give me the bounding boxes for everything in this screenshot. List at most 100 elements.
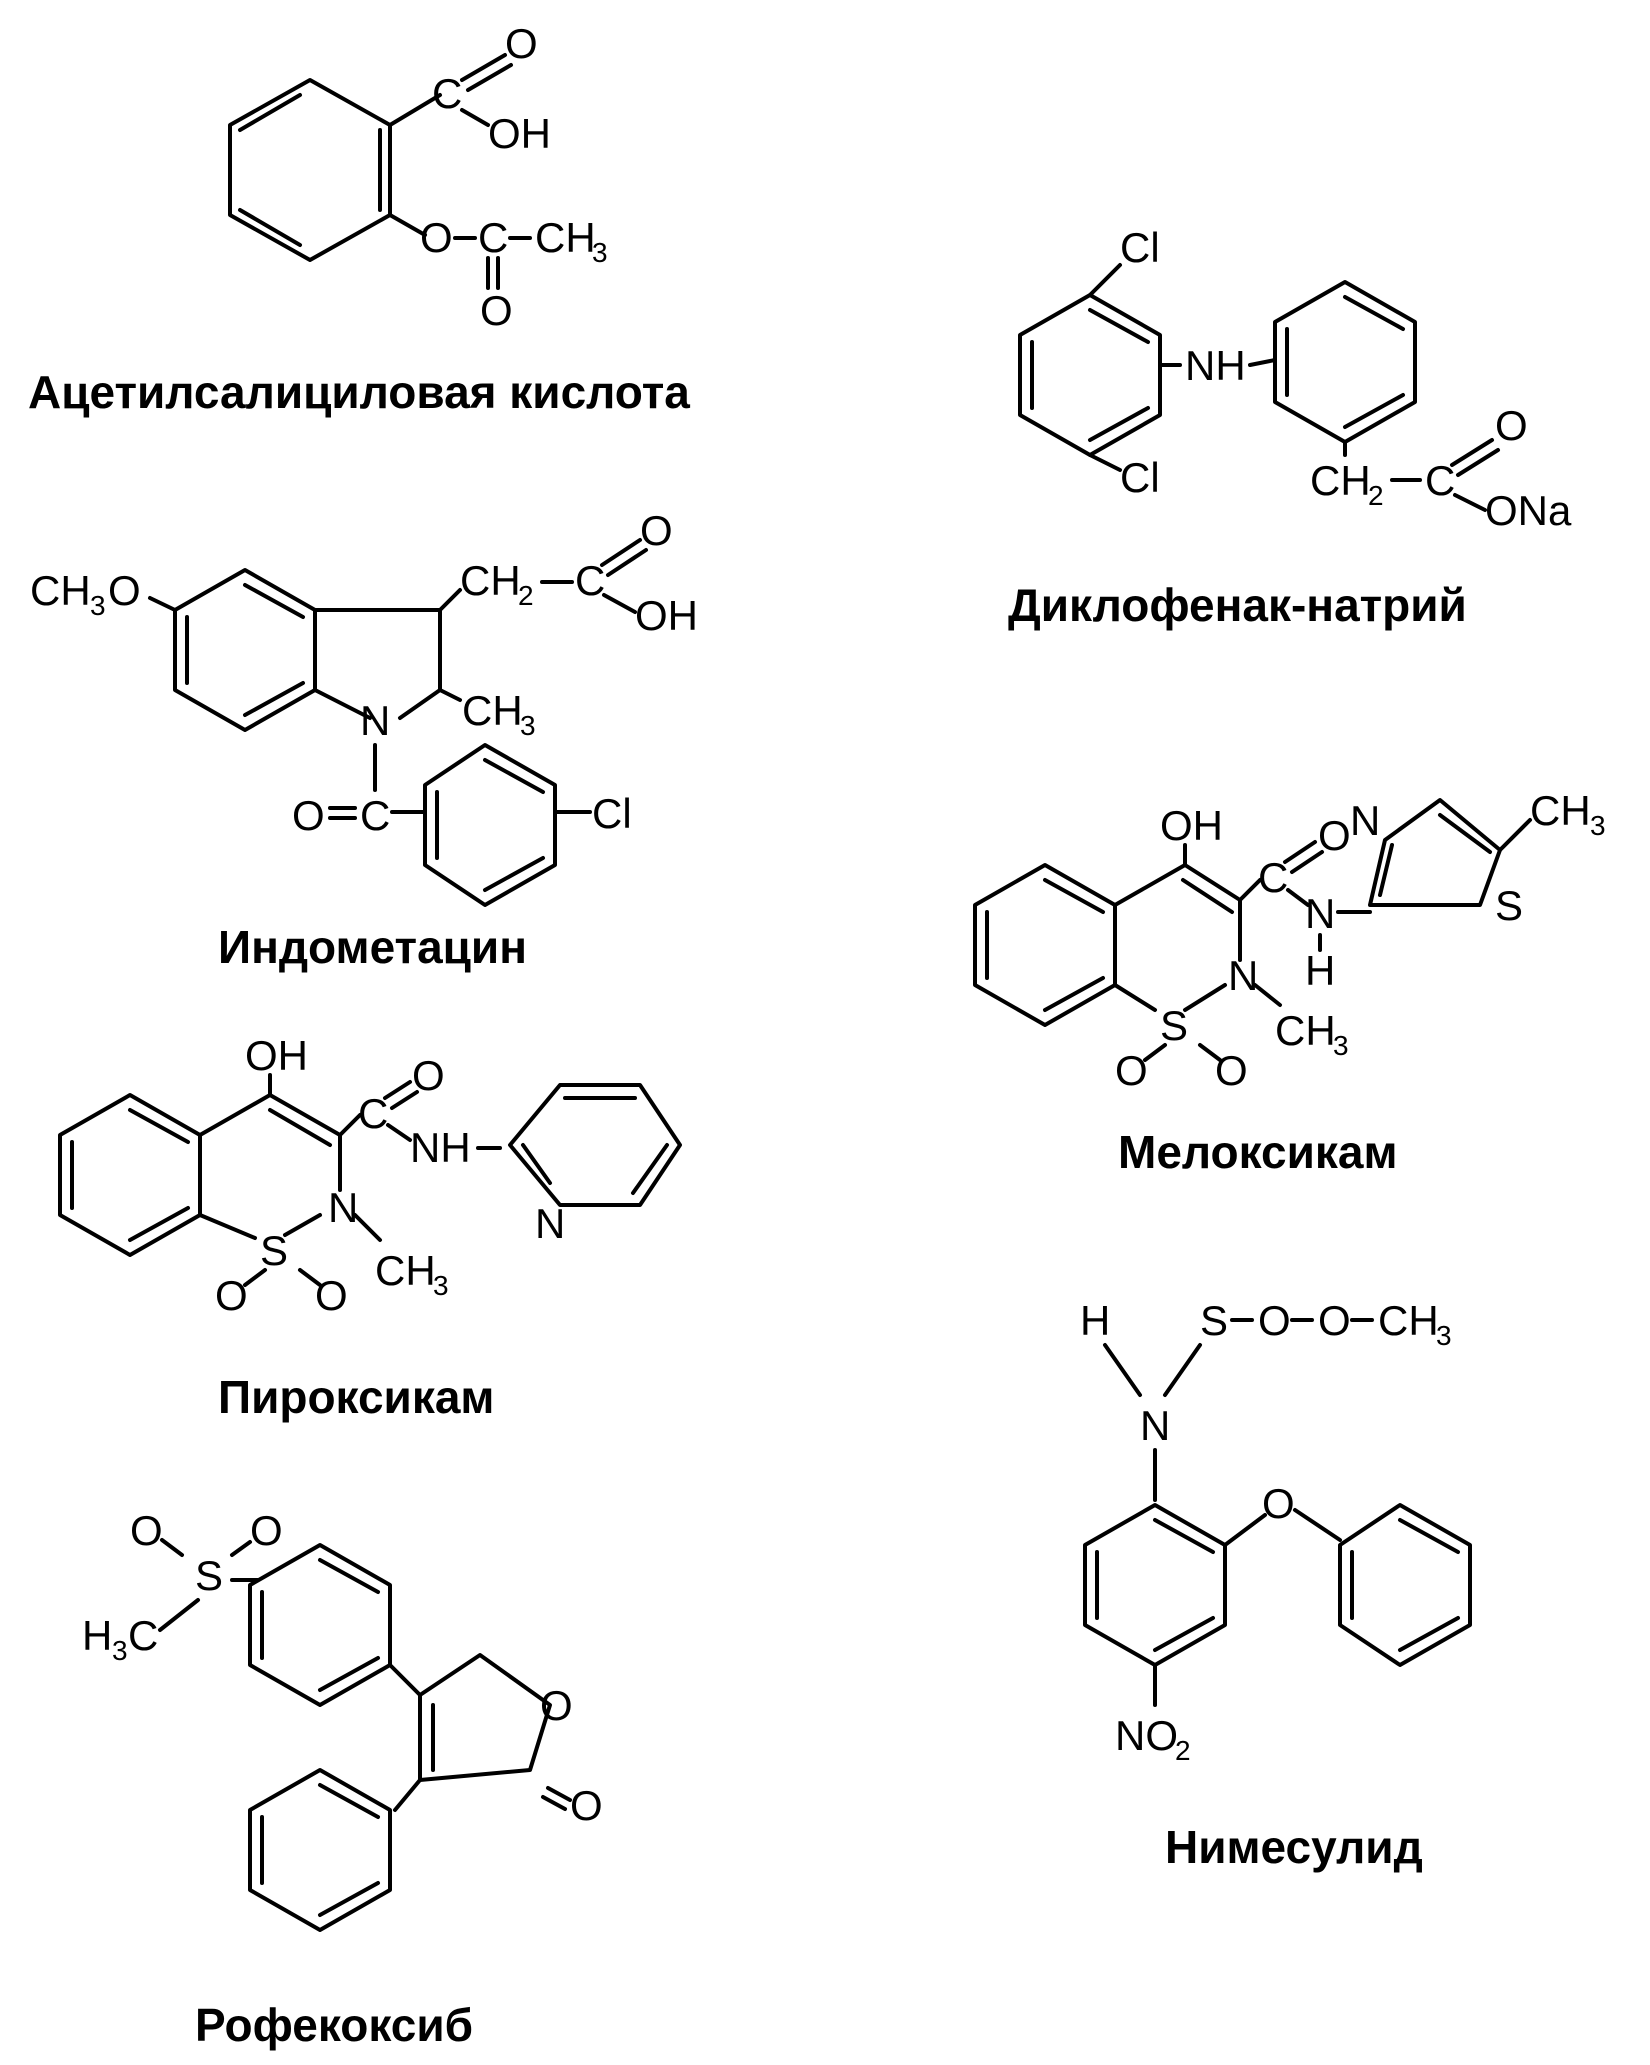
rofecoxib-ring-bottom	[248, 1768, 392, 1932]
indomethacin-atom-o: O	[640, 507, 673, 554]
indomethacin-atom-cl: Cl	[592, 790, 632, 837]
piroxicam-pyridine-ring	[508, 1083, 682, 1207]
diclofenac-atom-cl-bottom: Cl	[1120, 454, 1160, 501]
piroxicam-atom-o2: O	[215, 1272, 248, 1319]
diclofenac-atom-nh: NH	[1185, 342, 1246, 389]
nimesulide-atom-n: N	[1140, 1402, 1170, 1449]
indomethacin-atom-o2: O	[292, 792, 325, 839]
piroxicam-atom-n-pyridine: N	[535, 1200, 565, 1247]
nimesulide-atom-ch3: CH	[1378, 1297, 1439, 1344]
meloxicam-atom-ch3-thiazole: CH	[1530, 787, 1591, 834]
piroxicam-atom-n: N	[328, 1184, 358, 1231]
meloxicam-atom-o: O	[1318, 812, 1351, 859]
indomethacin-atom-ch: CH	[460, 557, 521, 604]
diclofenac-atom-ona: ONa	[1485, 487, 1572, 534]
piroxicam-atom-oh: OH	[245, 1032, 308, 1079]
meloxicam-atom-h: H	[1305, 947, 1335, 994]
rofecoxib-atom-o-carbonyl: O	[570, 1782, 603, 1829]
diclofenac-structure: Cl Cl NH CH 2 C O ONa	[1018, 224, 1572, 534]
piroxicam-subscript-3: 3	[433, 1270, 449, 1301]
meloxicam-atom-n: N	[1228, 952, 1258, 999]
caption-aspirin: Ацетилсалициловая кислота	[28, 366, 690, 418]
aspirin-benzene-ring	[228, 78, 392, 262]
diclofenac-atom-o: O	[1495, 402, 1528, 449]
aspirin-atom-o3: O	[480, 287, 513, 334]
rofecoxib-ring-top	[248, 1543, 392, 1707]
diclofenac-atom-ch: CH	[1310, 457, 1371, 504]
piroxicam-atom-ch3: CH	[375, 1247, 436, 1294]
piroxicam-atom-nh: NH	[410, 1124, 471, 1171]
caption-rofecoxib: Рофекоксиб	[195, 1999, 474, 2051]
nimesulide-structure: H S O O CH 3 N O NO 2	[1080, 1297, 1472, 1766]
meloxicam-benzene-ring	[973, 863, 1117, 1027]
diclofenac-ring-left	[1018, 293, 1162, 457]
rofecoxib-atom-o-ring: O	[540, 1682, 573, 1729]
piroxicam-benzene-ring	[58, 1093, 202, 1257]
caption-indomethacin: Индометацин	[218, 921, 527, 973]
indomethacin-chlorophenyl-ring	[423, 743, 557, 907]
meloxicam-atom-o2: O	[1115, 1047, 1148, 1094]
indomethacin-subscript-2: 2	[518, 580, 534, 611]
meloxicam-atom-o3: O	[1215, 1047, 1248, 1094]
nimesulide-ring-left	[1083, 1503, 1227, 1667]
meloxicam-atom-oh: OH	[1160, 802, 1223, 849]
indomethacin-atom-n: N	[360, 697, 390, 744]
meloxicam-subscript-3a: 3	[1590, 810, 1606, 841]
nimesulide-subscript-3: 3	[1436, 1320, 1452, 1351]
meloxicam-atom-s: S	[1160, 1002, 1188, 1049]
piroxicam-atom-o3: O	[315, 1272, 348, 1319]
indomethacin-atom-o-methoxy: O	[108, 567, 141, 614]
rofecoxib-subscript-3: 3	[112, 1635, 128, 1666]
nimesulide-atom-o1: O	[1258, 1297, 1291, 1344]
indomethacin-atom-oh: OH	[635, 592, 698, 639]
indomethacin-subscript-3b: 3	[520, 710, 536, 741]
nimesulide-atom-s: S	[1200, 1297, 1228, 1344]
meloxicam-thiazole-ring	[1368, 798, 1502, 907]
aspirin-atom-o: O	[505, 20, 538, 67]
meloxicam-atom-s-thiazole: S	[1495, 882, 1523, 929]
diclofenac-subscript-2: 2	[1368, 480, 1384, 511]
rofecoxib-atom-c: C	[128, 1612, 158, 1659]
caption-diclofenac: Диклофенак-натрий	[1008, 579, 1467, 631]
meloxicam-atom-n-thiazole: N	[1350, 797, 1380, 844]
rofecoxib-atom-o2: O	[250, 1507, 283, 1554]
piroxicam-structure: N S OH C O NH N CH 3 O O	[58, 1032, 682, 1319]
indomethacin-benzene-ring	[173, 568, 317, 732]
aspirin-atom-c: C	[432, 70, 462, 117]
diclofenac-atom-cl-top: Cl	[1120, 224, 1160, 271]
piroxicam-atom-o: O	[412, 1052, 445, 1099]
caption-meloxicam: Мелоксикам	[1118, 1126, 1398, 1178]
meloxicam-subscript-3b: 3	[1333, 1030, 1349, 1061]
nimesulide-subscript-2: 2	[1175, 1735, 1191, 1766]
indomethacin-atom-ch3o: CH	[30, 567, 91, 614]
aspirin-atom-ch: CH	[535, 214, 596, 261]
nimesulide-atom-h: H	[1080, 1297, 1110, 1344]
nimesulide-atom-no: NO	[1115, 1712, 1178, 1759]
indomethacin-atom-ch3: CH	[462, 687, 523, 734]
aspirin-atom-oh: OH	[488, 110, 551, 157]
rofecoxib-structure: O S O H 3 C O O	[82, 1507, 603, 1932]
aspirin-structure: C O OH O C CH 3 O	[228, 20, 608, 334]
rofecoxib-atom-s: S	[195, 1552, 223, 1599]
aspirin-atom-c2: C	[478, 214, 508, 261]
piroxicam-atom-s: S	[260, 1227, 288, 1274]
nimesulide-atom-o2: O	[1318, 1297, 1351, 1344]
meloxicam-atom-nh-n: N	[1305, 890, 1335, 937]
rofecoxib-atom-h: H	[82, 1612, 112, 1659]
indomethacin-atom-c2: C	[360, 792, 390, 839]
meloxicam-structure: N S OH C O N H N S CH 3 CH 3 O O	[973, 787, 1606, 1094]
rofecoxib-furanone-ring	[418, 1653, 552, 1782]
meloxicam-atom-ch3: CH	[1275, 1007, 1336, 1054]
aspirin-subscript-3: 3	[592, 237, 608, 268]
caption-nimesulide: Нимесулид	[1165, 1821, 1423, 1873]
indomethacin-structure: N CH 3 O CH 2 C O OH CH 3 C O Cl	[30, 507, 698, 907]
indomethacin-subscript-3: 3	[90, 590, 106, 621]
aspirin-atom-o2: O	[420, 214, 453, 261]
nimesulide-ring-right	[1338, 1503, 1472, 1667]
rofecoxib-atom-o1: O	[130, 1507, 163, 1554]
nimesulide-atom-o-ether: O	[1262, 1480, 1295, 1527]
caption-piroxicam: Пироксикам	[218, 1371, 495, 1423]
diclofenac-ring-right	[1273, 280, 1417, 444]
